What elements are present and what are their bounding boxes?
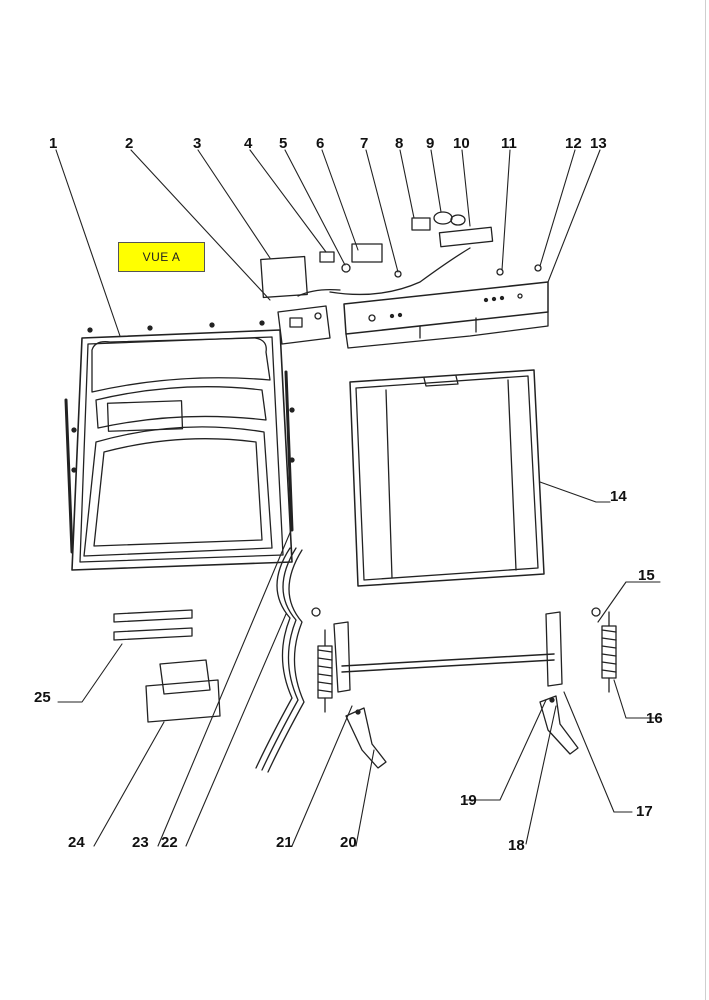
scan-edge-line (705, 0, 706, 1000)
callout-1: 1 (49, 135, 58, 152)
callout-11: 11 (501, 135, 517, 152)
callout-19: 19 (460, 792, 477, 809)
callout-18: 18 (508, 837, 525, 854)
callout-22: 22 (161, 834, 178, 851)
callout-23: 23 (132, 834, 149, 851)
callout-15: 15 (638, 567, 655, 584)
hinge-assembly (311, 607, 617, 769)
callout-2: 2 (125, 135, 134, 152)
small-parts-left (113, 609, 221, 723)
callout-3: 3 (193, 135, 202, 152)
callout-8: 8 (395, 135, 404, 152)
callout-24: 24 (68, 834, 85, 851)
door-seal-hose (255, 547, 305, 773)
callout-10: 10 (453, 135, 470, 152)
callout-16: 16 (646, 710, 663, 727)
view-a-label: VUE A (118, 242, 205, 272)
callout-21: 21 (276, 834, 293, 851)
callout-13: 13 (590, 135, 607, 152)
callout-6: 6 (316, 135, 325, 152)
outer-door-panel (349, 369, 545, 587)
callout-20: 20 (340, 834, 357, 851)
inner-door-frame (64, 320, 295, 571)
leader-lines (55, 149, 661, 847)
control-panel (343, 281, 549, 349)
control-box-parts (260, 211, 542, 345)
callout-12: 12 (565, 135, 582, 152)
callout-9: 9 (426, 135, 435, 152)
callout-5: 5 (279, 135, 288, 152)
callout-17: 17 (636, 803, 653, 820)
callout-4: 4 (244, 135, 253, 152)
callout-7: 7 (360, 135, 369, 152)
callout-25: 25 (34, 689, 51, 706)
callout-14: 14 (610, 488, 627, 505)
